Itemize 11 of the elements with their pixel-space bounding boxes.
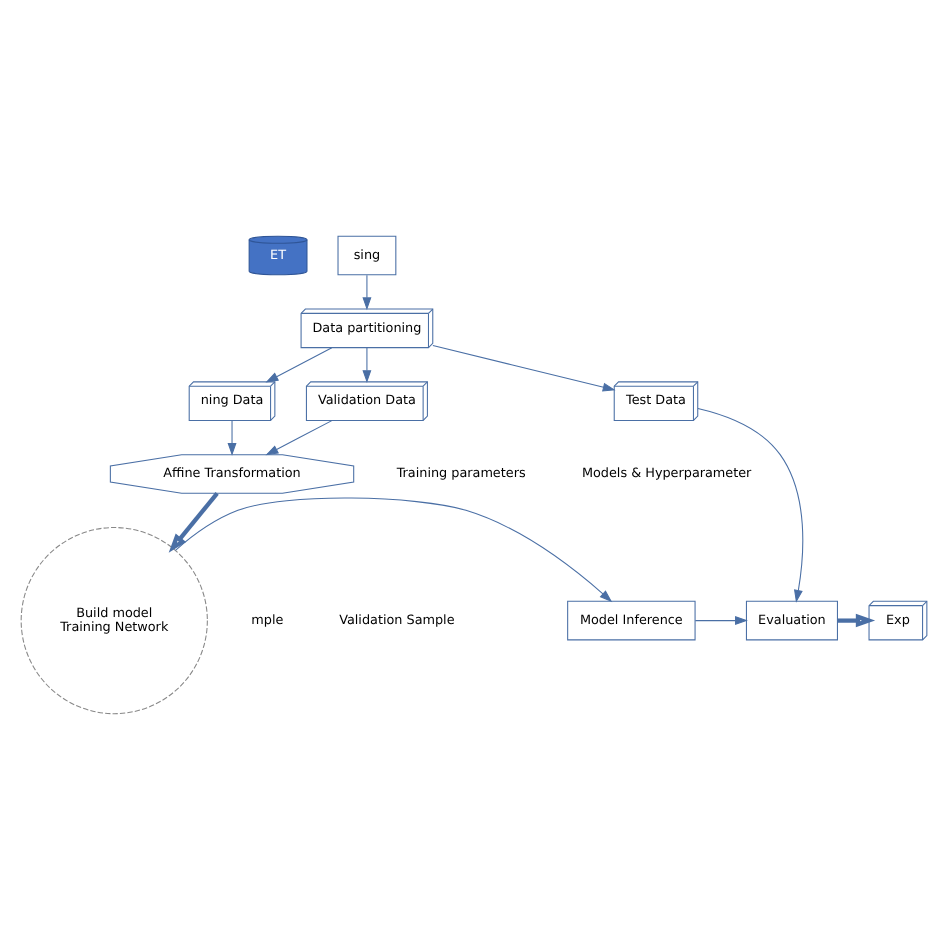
arrow bbox=[694, 615, 748, 625]
arrow bbox=[362, 346, 372, 382]
arrow bbox=[168, 490, 219, 552]
arrow bbox=[697, 406, 804, 602]
arrow bbox=[265, 346, 333, 382]
arrow bbox=[174, 496, 613, 602]
arrow bbox=[432, 344, 616, 391]
arrow bbox=[265, 419, 333, 455]
arrow bbox=[837, 612, 876, 627]
arrow bbox=[227, 419, 237, 455]
arrow bbox=[362, 273, 372, 310]
